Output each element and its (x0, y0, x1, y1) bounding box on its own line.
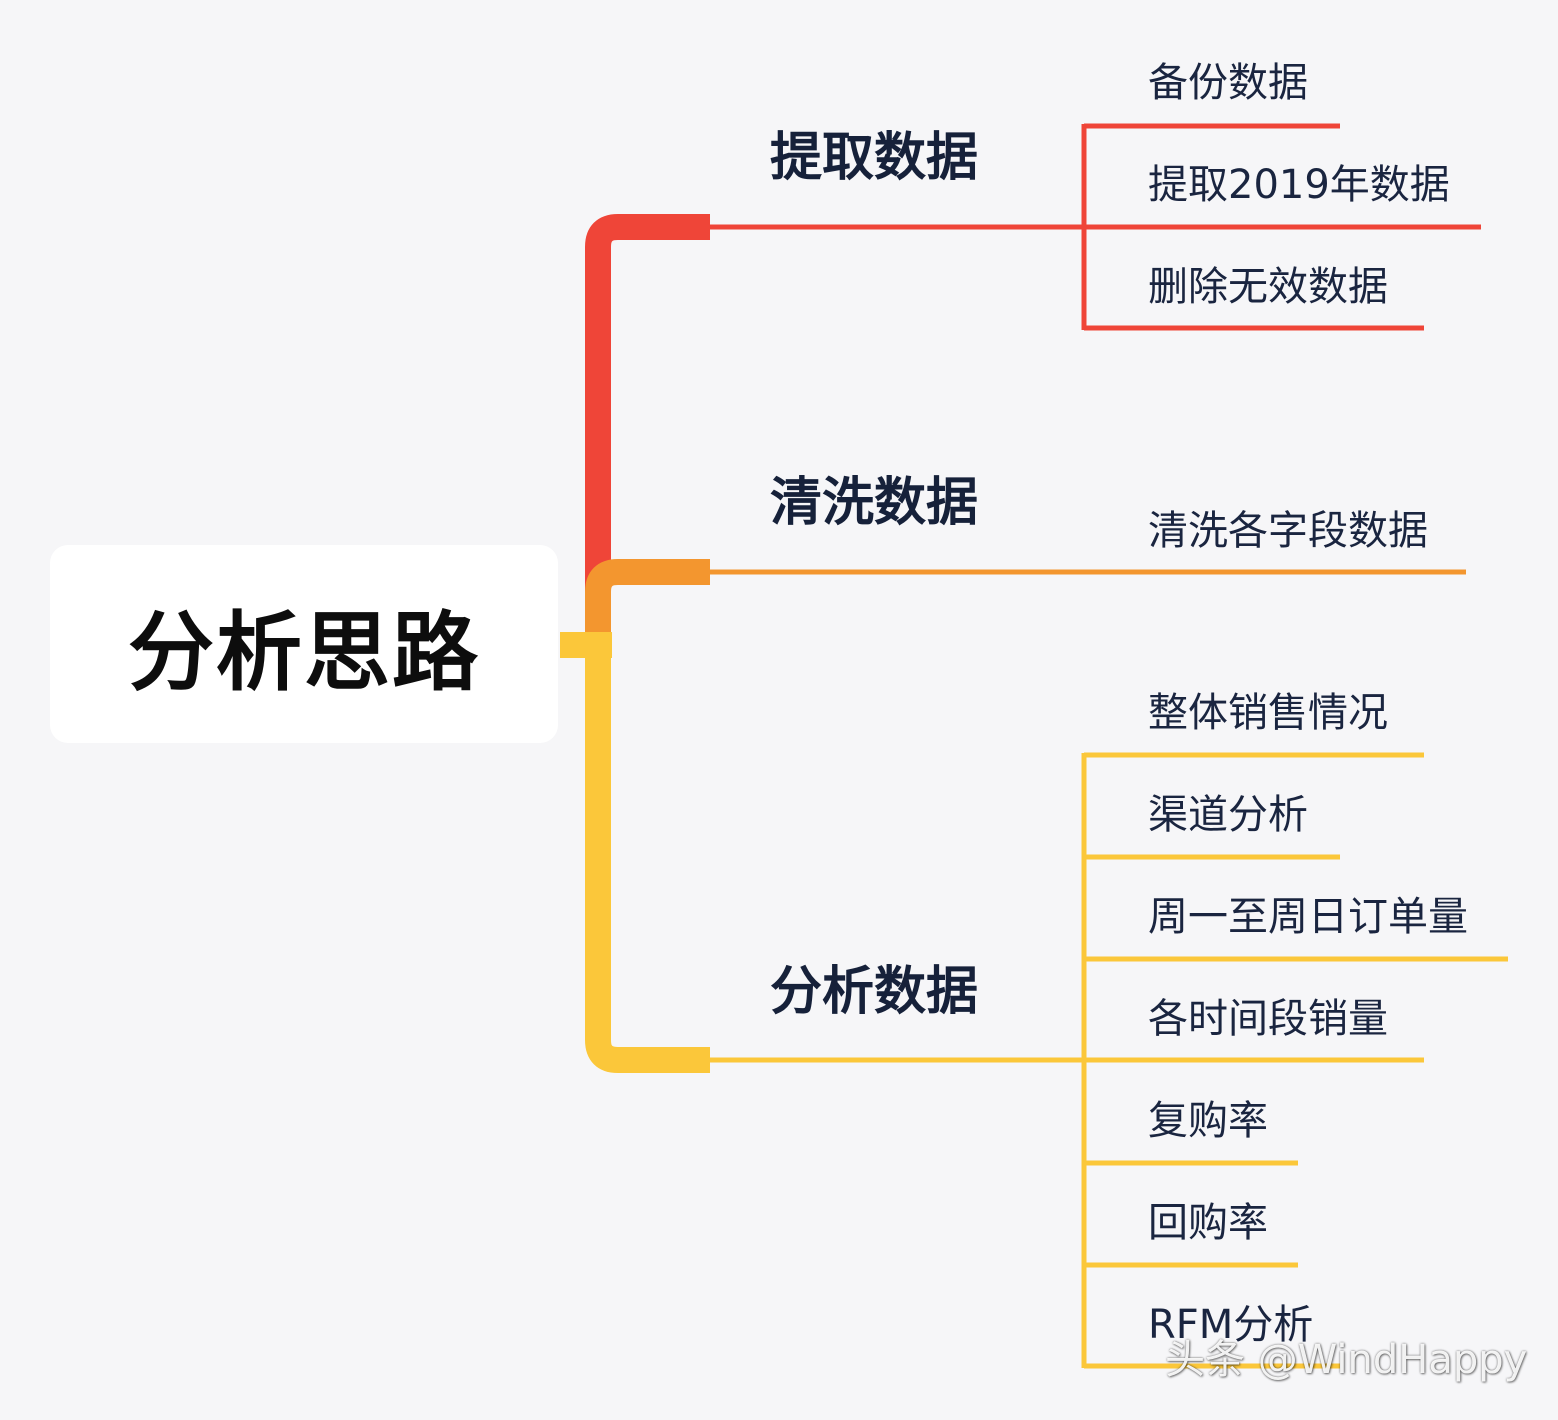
leaf-backup-data[interactable]: 备份数据 (1148, 60, 1308, 106)
trunk-red (585, 214, 710, 600)
leaf-timeslot-sales[interactable]: 各时间段销量 (1148, 996, 1388, 1042)
trunk-orange (585, 559, 710, 632)
root-node[interactable]: 分析思路 (50, 545, 558, 743)
watermark: 头条 @WindHappy (1165, 1337, 1528, 1383)
trunk-yellow (585, 632, 710, 1073)
leaf-repurchase-rate[interactable]: 复购率 (1148, 1098, 1268, 1144)
branch-label-clean[interactable]: 清洗数据 (770, 473, 979, 533)
branch-label-extract[interactable]: 提取数据 (770, 128, 979, 188)
branch-label-analyze[interactable]: 分析数据 (770, 962, 979, 1022)
leaf-channel-analysis[interactable]: 渠道分析 (1148, 792, 1308, 838)
leaf-extract-2019[interactable]: 提取2019年数据 (1148, 162, 1450, 208)
leaf-clean-fields[interactable]: 清洗各字段数据 (1148, 508, 1428, 554)
leaf-rfm-analysis[interactable]: RFM分析 (1148, 1302, 1314, 1348)
root-label: 分析思路 (128, 602, 480, 703)
leaf-overall-sales[interactable]: 整体销售情况 (1148, 690, 1388, 736)
leaf-return-rate[interactable]: 回购率 (1148, 1200, 1268, 1246)
leaf-weekday-orders[interactable]: 周一至周日订单量 (1148, 894, 1468, 940)
leaf-delete-invalid[interactable]: 删除无效数据 (1148, 264, 1388, 310)
